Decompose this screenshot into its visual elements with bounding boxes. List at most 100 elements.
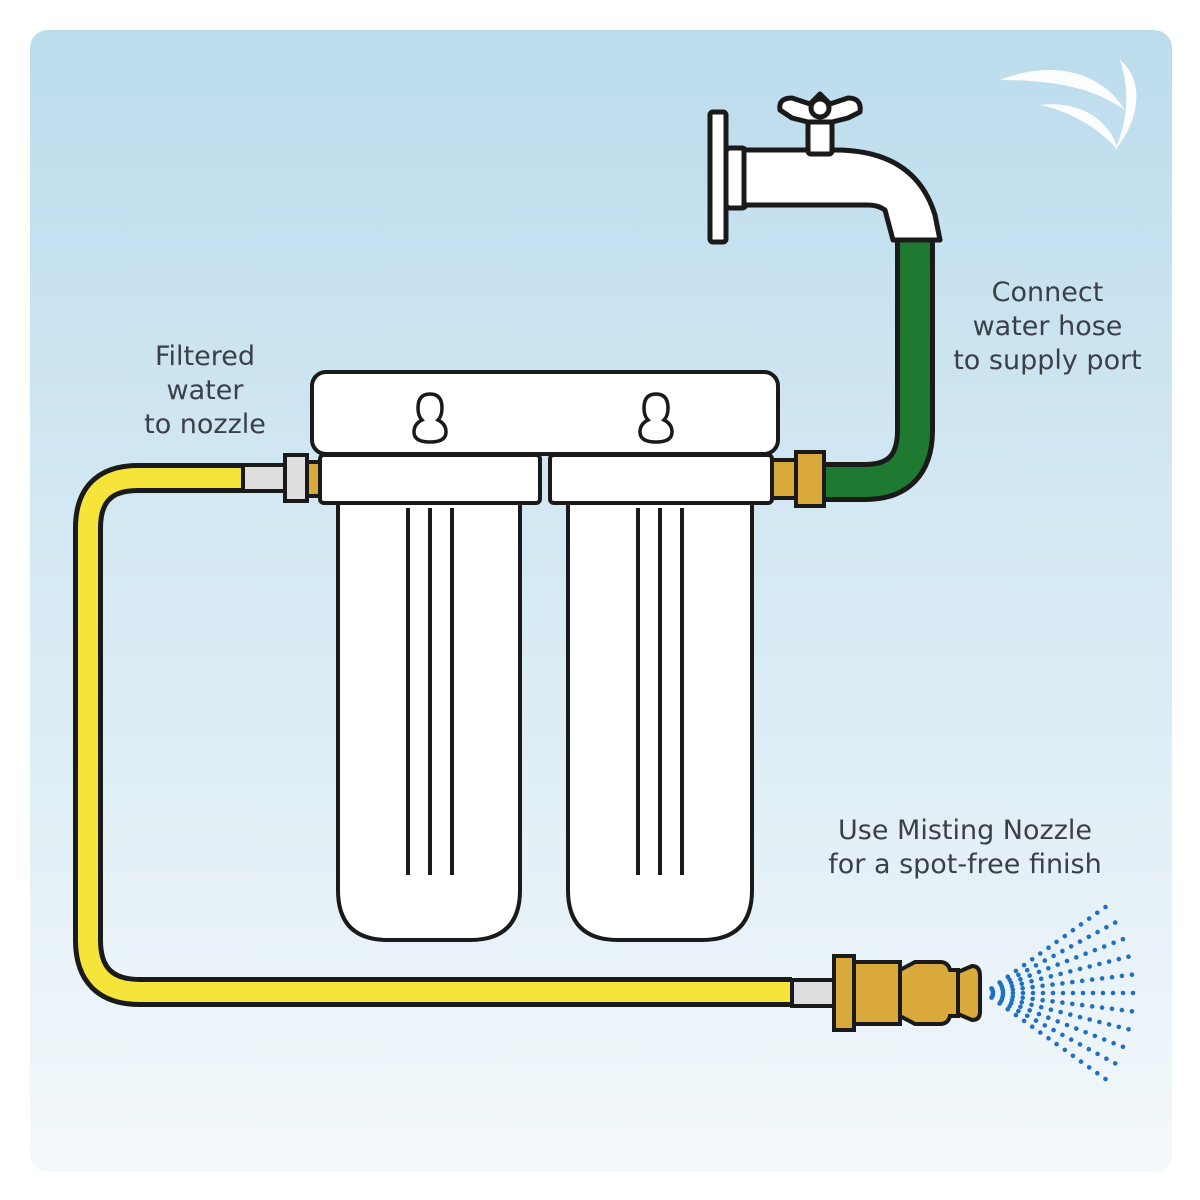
- mist-dot: [1101, 944, 1107, 949]
- mist-dot: [1070, 927, 1076, 933]
- mist-dot: [1030, 990, 1036, 996]
- mist-dot: [1046, 1036, 1051, 1041]
- mist-dot: [1016, 1008, 1021, 1014]
- mist-dot: [1040, 983, 1045, 989]
- mist-dot: [1104, 1056, 1109, 1061]
- mist-dot: [1116, 956, 1122, 962]
- mist-dot: [1068, 944, 1074, 949]
- mist-dot: [1095, 1070, 1100, 1076]
- mist-dot: [1016, 972, 1021, 978]
- mist-dot: [1100, 990, 1106, 996]
- mist-dot: [1013, 1012, 1019, 1018]
- mist-dot: [1090, 990, 1096, 996]
- connect-hose-label: Connect water hose to supply port: [930, 276, 1165, 378]
- mist-dot: [1109, 1006, 1115, 1012]
- mist-dot: [1120, 990, 1126, 996]
- misting-nozzle-label-line-1: Use Misting Nozzle: [838, 815, 1092, 846]
- mist-dot: [1058, 1009, 1063, 1015]
- mist-dot: [1029, 1002, 1034, 1008]
- filtered-water-label-line-1: Filtered: [154, 341, 256, 372]
- mist-dot: [1079, 1002, 1085, 1008]
- mist-dot: [1078, 1059, 1084, 1064]
- mist-dot: [1029, 978, 1034, 984]
- mist-dot: [1087, 964, 1092, 969]
- mist-dot: [1060, 981, 1065, 986]
- mist-dot: [1077, 1042, 1083, 1047]
- mist-dot: [1013, 968, 1019, 974]
- mist-dot: [1060, 1000, 1065, 1005]
- mist-dot: [1106, 1022, 1112, 1027]
- mist-dot: [1086, 934, 1092, 940]
- mist-dot: [1048, 1007, 1054, 1012]
- mist-dot: [1020, 995, 1025, 1000]
- mist-dot: [1030, 996, 1035, 1002]
- mist-dot: [1010, 987, 1016, 992]
- mist-dot: [1111, 1040, 1116, 1046]
- mist-dot: [1112, 920, 1118, 925]
- filtered-water-label: Filtered water to nozzle: [110, 340, 300, 442]
- mist-dot: [1019, 1000, 1025, 1005]
- mist-dot: [1083, 951, 1088, 956]
- mist-dot: [1104, 925, 1109, 930]
- mist-dot: [1062, 933, 1068, 939]
- mist-dot: [1046, 1015, 1051, 1020]
- mist-dot: [1054, 939, 1059, 945]
- mist-dot: [1055, 1019, 1060, 1024]
- mist-dot: [1089, 1004, 1095, 1009]
- mist-dot: [1038, 1030, 1043, 1035]
- mist-dot: [1055, 962, 1060, 967]
- mist-dot: [989, 995, 994, 1000]
- mist-dot: [1106, 959, 1112, 964]
- mist-dot: [1095, 910, 1100, 916]
- mist-dot: [1068, 969, 1073, 974]
- mist-dot: [997, 1001, 1002, 1006]
- mist-dot: [1036, 1011, 1042, 1017]
- mist-dot: [1103, 1076, 1108, 1082]
- mist-dot: [1116, 1024, 1122, 1030]
- mist-dot: [1074, 955, 1079, 960]
- mist-dot: [1050, 990, 1056, 996]
- mist-dot: [1038, 951, 1043, 956]
- inlet-fitting: [770, 450, 826, 508]
- mist-dot: [1079, 978, 1085, 984]
- mist-dot: [1089, 977, 1095, 982]
- mist-dot: [1120, 1044, 1126, 1050]
- connect-hose-label-line-2: water hose: [972, 311, 1123, 342]
- mist-dot: [1048, 974, 1054, 979]
- misting-nozzle-label: Use Misting Nozzle for a spot-free finis…: [800, 814, 1130, 882]
- mist-dot: [1092, 1033, 1098, 1039]
- mist-dot: [1083, 1030, 1088, 1035]
- mist-dot: [1054, 1041, 1059, 1047]
- mist-dot: [1126, 954, 1131, 959]
- brand-logo-icon: [1000, 60, 1137, 150]
- mist-dot: [1068, 1012, 1073, 1017]
- mist-dot: [1020, 986, 1025, 991]
- mist-dot: [1040, 997, 1045, 1003]
- mist-dot: [1018, 1004, 1023, 1010]
- mist-dot: [1126, 1027, 1131, 1032]
- mist-dot: [1070, 1001, 1075, 1007]
- mist-dot: [1064, 958, 1070, 964]
- faucet-icon: [707, 91, 943, 245]
- mist-dot: [1095, 1051, 1100, 1057]
- misting-nozzle-label-line-2: for a spot-free finish: [828, 849, 1102, 880]
- mist-dot: [1077, 1014, 1083, 1020]
- mist-dot: [1070, 990, 1076, 996]
- mist-dot: [1119, 973, 1125, 979]
- mist-dot: [1119, 1007, 1125, 1013]
- mist-dot: [1120, 936, 1126, 942]
- mist-dot: [1103, 904, 1108, 910]
- mist-dot: [1087, 1017, 1092, 1022]
- mist-dot: [1086, 1046, 1092, 1052]
- mist-dot: [1018, 976, 1023, 982]
- mist-dot: [1060, 1032, 1065, 1038]
- mist-dot: [1051, 1027, 1056, 1033]
- filtered-water-label-line-3: to nozzle: [144, 409, 266, 440]
- mist-dot: [1024, 1013, 1030, 1019]
- mist-dot: [1024, 967, 1030, 973]
- mist-dot: [1095, 929, 1100, 935]
- mist-dot: [1019, 981, 1025, 986]
- mist-dot: [1077, 966, 1083, 972]
- mist-dot: [1040, 990, 1046, 996]
